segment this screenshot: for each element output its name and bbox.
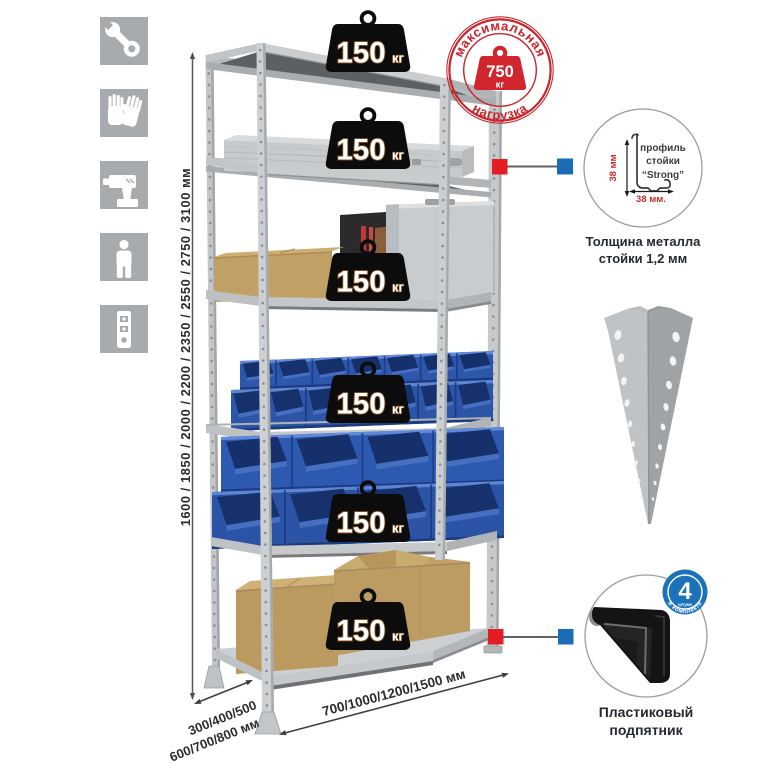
svg-text:150: 150 (336, 615, 385, 648)
svg-text:подпятник: подпятник (609, 722, 683, 738)
svg-text:кг: кг (392, 51, 405, 66)
svg-text:кг: кг (392, 280, 405, 295)
svg-text:штуки: штуки (678, 602, 692, 607)
svg-text:750: 750 (486, 63, 514, 81)
svg-text:кг: кг (392, 402, 405, 417)
svg-text:150: 150 (336, 388, 385, 421)
svg-text:150: 150 (336, 507, 385, 540)
svg-text:1600 / 1850 / 2000 / 2200 / 23: 1600 / 1850 / 2000 / 2200 / 2350 / 2550 … (178, 168, 193, 527)
svg-text:“Strong”: “Strong” (642, 170, 684, 181)
svg-text:Толщина металла: Толщина металла (586, 234, 701, 249)
svg-text:150: 150 (336, 266, 385, 299)
svg-text:кг: кг (496, 80, 505, 91)
svg-text:38 мм: 38 мм (608, 154, 619, 181)
svg-text:кг: кг (392, 148, 405, 163)
svg-text:150: 150 (336, 388, 385, 421)
svg-text:кг: кг (392, 521, 405, 536)
svg-text:нагрузка: нагрузка (470, 100, 530, 122)
svg-text:кг: кг (392, 521, 405, 536)
svg-text:кг: кг (392, 280, 405, 295)
svg-text:кг: кг (392, 402, 405, 417)
svg-text:150: 150 (336, 134, 385, 167)
svg-text:кг: кг (392, 148, 405, 163)
svg-text:150: 150 (336, 37, 385, 70)
svg-text:150: 150 (336, 134, 385, 167)
svg-text:Пластиковый: Пластиковый (599, 704, 694, 720)
svg-text:стойки: стойки (646, 156, 680, 167)
svg-text:150: 150 (336, 37, 385, 70)
svg-text:кг: кг (392, 51, 405, 66)
svg-text:кг: кг (392, 629, 405, 644)
svg-text:150: 150 (336, 507, 385, 540)
svg-text:150: 150 (336, 615, 385, 648)
svg-text:4: 4 (678, 578, 692, 605)
svg-text:кг: кг (392, 629, 405, 644)
svg-text:профиль: профиль (640, 142, 686, 154)
svg-text:38 мм.: 38 мм. (636, 194, 666, 205)
svg-text:стойки 1,2 мм: стойки 1,2 мм (599, 251, 687, 266)
svg-text:150: 150 (336, 266, 385, 299)
